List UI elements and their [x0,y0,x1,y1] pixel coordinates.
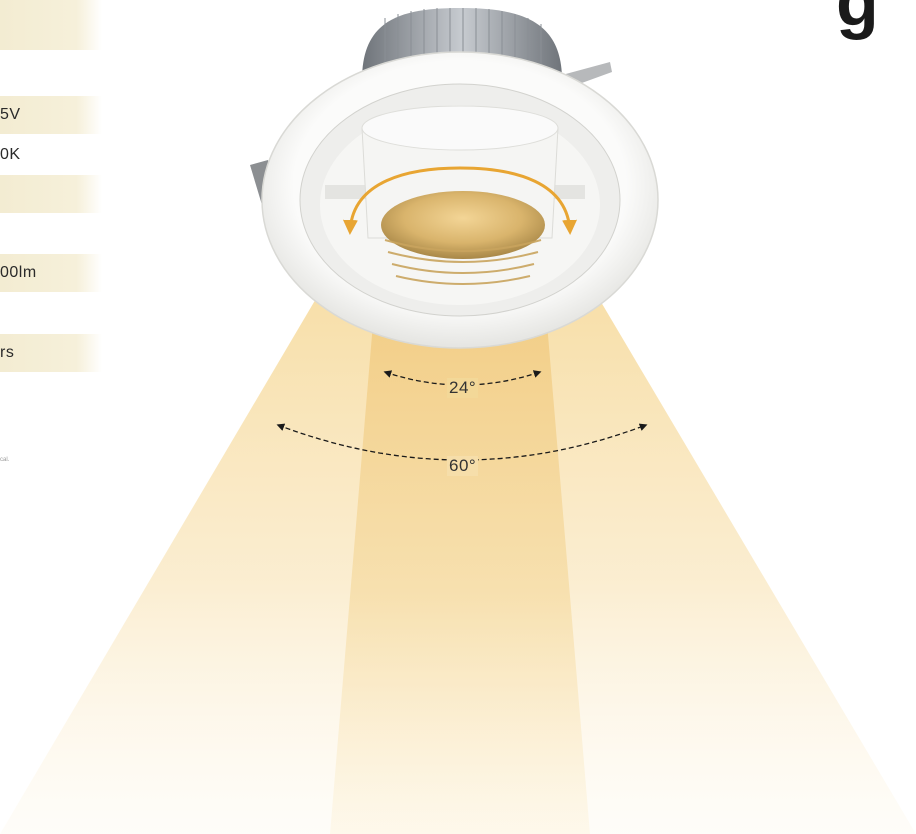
spec-panel: 5V 0K 00lm rs cal. [0,0,110,834]
spec-bar [0,175,102,213]
footnote: cal. [0,457,10,463]
anti-glare-baffle [384,239,542,285]
lens-opening [381,191,545,259]
wide-angle-label: 60° [447,456,479,476]
cct-value: 0K [0,146,21,163]
spec-bar [0,16,102,50]
voltage-value: 5V [0,106,21,123]
narrow-angle-label: 24° [447,378,479,398]
narrow-angle-arc [383,370,542,386]
spec-bar [0,254,102,292]
spec-bar [0,0,102,16]
lifetime-value: rs [0,344,15,361]
spec-bar [0,334,102,372]
lumen-value: 00lm [0,264,37,281]
narrow-beam [330,240,590,834]
rotation-arrow-icon [342,166,578,235]
brand-logo-fragment: g [836,0,879,40]
spec-bar [0,96,102,134]
